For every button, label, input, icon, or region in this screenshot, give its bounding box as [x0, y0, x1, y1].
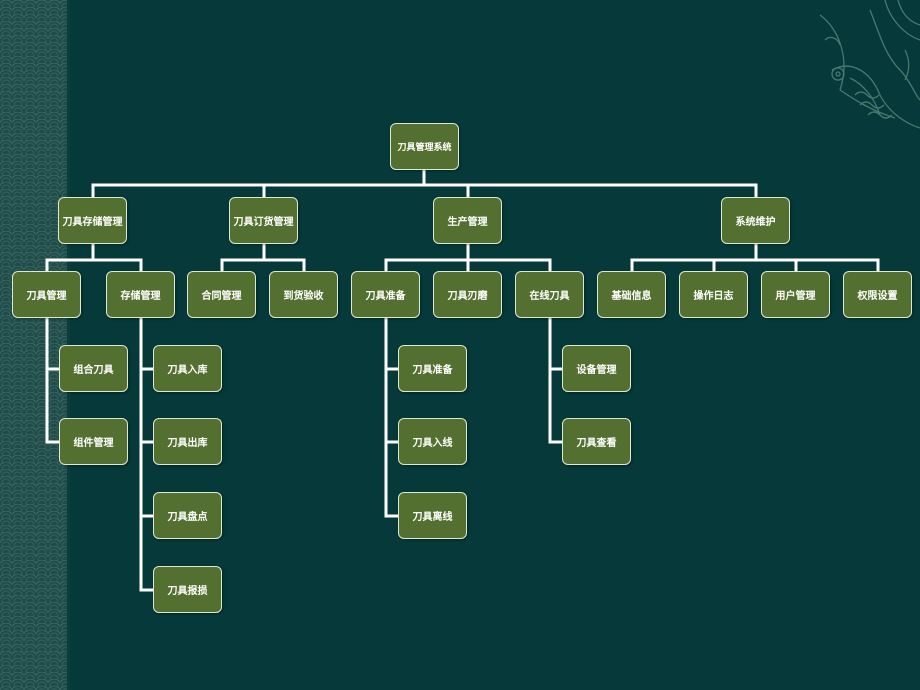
node-operation-log: 操作日志: [679, 271, 748, 318]
node-tool-inventory: 刀具盘点: [153, 492, 222, 539]
node-root: 刀具管理系统: [390, 123, 459, 170]
node-tool-storage: 刀具存储管理: [58, 197, 127, 244]
node-tool-prep-sub: 刀具准备: [398, 345, 467, 392]
node-production: 生产管理: [433, 197, 502, 244]
node-tool-offline: 刀具离线: [398, 492, 467, 539]
node-equipment-management: 设备管理: [562, 345, 631, 392]
node-combined-tools: 组合刀具: [59, 345, 128, 392]
node-contract-management: 合同管理: [187, 271, 256, 318]
node-tool-management: 刀具管理: [12, 271, 81, 318]
node-tool-ordering: 刀具订货管理: [229, 197, 298, 244]
node-component-management: 组件管理: [59, 418, 128, 465]
node-permission-settings: 权限设置: [843, 271, 912, 318]
phoenix-ornament-icon: [819, 0, 920, 129]
left-pattern-band: [0, 0, 67, 690]
node-tool-outbound: 刀具出库: [153, 418, 222, 465]
node-online-tools: 在线刀具: [515, 271, 584, 318]
node-user-management: 用户管理: [761, 271, 830, 318]
node-storage-management: 存储管理: [106, 271, 175, 318]
node-basic-info: 基础信息: [597, 271, 666, 318]
node-tool-view: 刀具查看: [562, 418, 631, 465]
node-tool-scrap: 刀具报损: [153, 566, 222, 613]
node-tool-inbound: 刀具入库: [153, 345, 222, 392]
node-tool-online-entry: 刀具入线: [398, 418, 467, 465]
node-arrival-acceptance: 到货验收: [269, 271, 338, 318]
node-system-maintenance: 系统维护: [721, 197, 790, 244]
node-tool-preparation: 刀具准备: [351, 271, 420, 318]
node-tool-grinding: 刀具刃磨: [433, 271, 502, 318]
